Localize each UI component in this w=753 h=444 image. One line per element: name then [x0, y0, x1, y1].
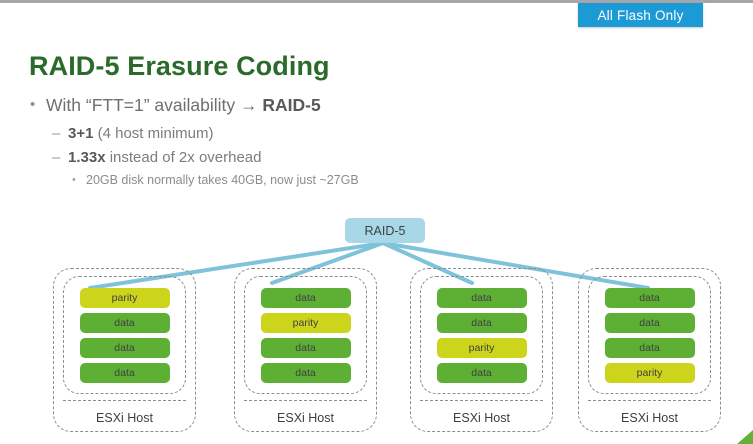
host-disk-group-1: data parity data data [244, 276, 367, 394]
bullet-level2-item-0: –3+1 (4 host minimum) [52, 125, 213, 142]
host-divider [244, 400, 367, 401]
all-flash-only-badge: All Flash Only [578, 3, 703, 27]
bullet-marker-icon: • [30, 96, 36, 113]
chunk-data: data [79, 312, 170, 333]
bullet-marker-icon: • [72, 174, 76, 186]
host-label: ESXi Host [453, 411, 510, 425]
bullet-level1-text: With “FTT=1” availability → [46, 95, 263, 115]
dash-marker-icon: – [52, 125, 61, 142]
chunk-data: data [260, 287, 351, 308]
chunk-data: data [79, 362, 170, 383]
bullet-level2-item-1: –1.33x instead of 2x overhead [52, 149, 262, 166]
bullet-level1-emphasis: RAID-5 [262, 95, 321, 115]
chunk-data: data [604, 337, 695, 358]
host-disk-group-2: data data parity data [420, 276, 543, 394]
page-title: RAID-5 Erasure Coding [29, 51, 330, 81]
esxi-host-0: parity data data data ESXi Host [53, 268, 196, 432]
chunk-data: data [604, 287, 695, 308]
host-divider [63, 400, 186, 401]
chunk-data: data [436, 312, 527, 333]
chunk-data: data [604, 312, 695, 333]
chunk-parity: parity [604, 362, 695, 383]
bullet-level1: • With “FTT=1” availability → RAID-5 [30, 95, 550, 116]
dash-marker-icon: – [52, 149, 61, 166]
chunk-data: data [79, 337, 170, 358]
top-divider-rule [0, 0, 753, 3]
host-disk-group-0: parity data data data [63, 276, 186, 394]
chunk-parity: parity [436, 337, 527, 358]
chunk-data: data [436, 287, 527, 308]
bullet-level2-emphasis: 3+1 [68, 125, 94, 142]
raid5-diagram: RAID-5 parity data data data ESXi Host d… [0, 205, 753, 444]
host-divider [420, 400, 543, 401]
chunk-data: data [260, 362, 351, 383]
esxi-host-3: data data data parity ESXi Host [578, 268, 721, 432]
host-disk-group-3: data data data parity [588, 276, 711, 394]
bullet-level2-text: instead of 2x overhead [105, 149, 262, 166]
raid5-node-label: RAID-5 [364, 223, 406, 238]
chunk-data: data [436, 362, 527, 383]
bullet-level2-text: (4 host minimum) [93, 125, 214, 142]
host-label: ESXi Host [621, 411, 678, 425]
bullet-level2-emphasis: 1.33x [68, 149, 106, 166]
esxi-host-2: data data parity data ESXi Host [410, 268, 553, 432]
chunk-data: data [260, 337, 351, 358]
esxi-host-1: data parity data data ESXi Host [234, 268, 377, 432]
chunk-parity: parity [260, 312, 351, 333]
badge-label: All Flash Only [597, 7, 684, 23]
corner-accent-icon [737, 430, 753, 444]
bullet-level3-item-0: • 20GB disk normally takes 40GB, now just… [72, 173, 359, 187]
raid5-node: RAID-5 [345, 218, 425, 243]
host-divider [588, 400, 711, 401]
chunk-parity: parity [79, 287, 170, 308]
host-label: ESXi Host [277, 411, 334, 425]
bullet-level3-text: 20GB disk normally takes 40GB, now just … [86, 173, 359, 187]
host-label: ESXi Host [96, 411, 153, 425]
